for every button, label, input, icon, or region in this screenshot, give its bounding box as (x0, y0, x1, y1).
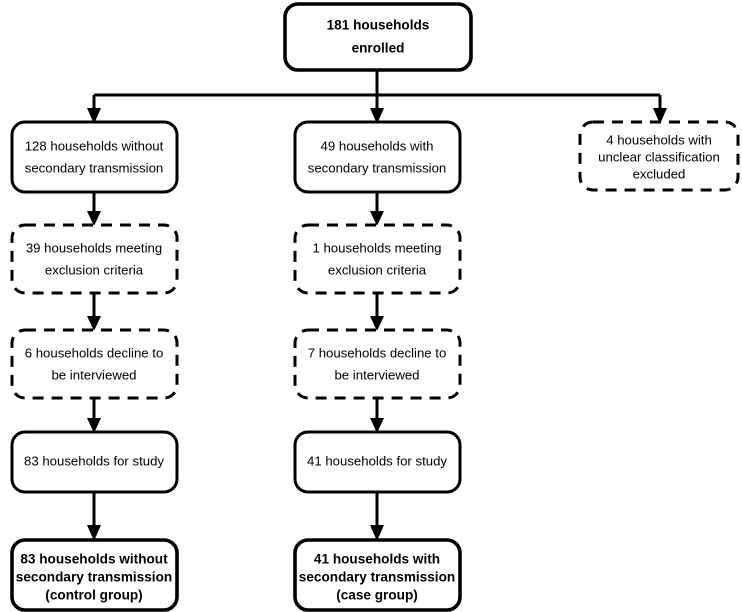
arrowhead-mid-3 (370, 418, 384, 433)
node-decline-right-line-2: be interviewed (334, 367, 419, 382)
arrowhead-mid-4 (370, 525, 384, 541)
node-control-group[interactable]: 83 households without secondary transmis… (10, 538, 179, 612)
arrowhead-left-2 (87, 316, 101, 331)
arrowhead-mid-2 (370, 316, 384, 331)
node-case-group[interactable]: 41 households with secondary transmissio… (293, 538, 462, 612)
node-study-left[interactable]: 83 households for study (10, 430, 179, 494)
node-control-group-box[interactable] (10, 538, 179, 612)
node-study-right[interactable]: 41 households for study (293, 430, 462, 494)
node-decline-right-box[interactable] (293, 328, 462, 400)
node-study-right-box[interactable] (293, 430, 462, 494)
node-control-group-line-1: 83 households without (20, 552, 168, 567)
node-case-group-line-3: (case group) (336, 588, 418, 603)
node-unclear-excluded-line-3: excluded (633, 166, 686, 181)
node-control-group-line-3: (control group) (45, 588, 142, 603)
node-enrolled-line-1: 181 households (327, 18, 430, 33)
node-enrolled-line-2: enrolled (352, 41, 405, 56)
node-study-left-box[interactable] (10, 430, 179, 494)
node-no-secondary[interactable]: 128 households without secondary transmi… (10, 120, 179, 194)
arrowhead-to-no-secondary (87, 108, 101, 124)
node-enrolled[interactable]: 181 households enrolled (283, 2, 473, 72)
node-no-secondary-line-1: 128 households without (25, 138, 164, 153)
node-case-group-line-2: secondary transmission (299, 570, 455, 585)
node-with-secondary-line-2: secondary transmission (308, 160, 447, 175)
connector-group (87, 70, 667, 541)
node-no-secondary-line-2: secondary transmission (25, 160, 164, 175)
arrowhead-left-3 (87, 418, 101, 433)
arrowhead-mid-1 (370, 211, 384, 226)
node-exclusion-left[interactable]: 39 households meeting exclusion criteria (10, 223, 179, 295)
node-case-group-line-1: 41 households with (314, 552, 440, 567)
node-enrolled-box[interactable] (283, 2, 473, 72)
node-exclusion-left-line-1: 39 households meeting (26, 240, 162, 255)
node-decline-left[interactable]: 6 households decline to be interviewed (10, 328, 179, 400)
node-decline-left-box[interactable] (10, 328, 179, 400)
node-with-secondary[interactable]: 49 households with secondary transmissio… (293, 120, 462, 194)
node-no-secondary-box[interactable] (10, 120, 179, 194)
node-with-secondary-line-1: 49 households with (321, 138, 434, 153)
node-case-group-box[interactable] (293, 538, 462, 612)
node-exclusion-right-line-1: 1 households meeting (312, 240, 441, 255)
node-study-right-line-1: 41 households for study (307, 453, 447, 468)
node-exclusion-right-box[interactable] (293, 223, 462, 295)
node-decline-right-line-1: 7 households decline to (308, 345, 447, 360)
node-control-group-line-2: secondary transmission (16, 570, 172, 585)
node-unclear-excluded-box[interactable] (578, 120, 740, 192)
node-unclear-excluded-line-2: unclear classification (598, 149, 720, 164)
node-exclusion-right[interactable]: 1 households meeting exclusion criteria (293, 223, 462, 295)
node-decline-left-line-2: be interviewed (51, 367, 136, 382)
node-unclear-excluded-line-1: 4 households with (606, 132, 712, 147)
node-unclear-excluded[interactable]: 4 households with unclear classification… (578, 120, 740, 192)
arrowhead-to-unclear (653, 108, 667, 124)
node-with-secondary-box[interactable] (293, 120, 462, 194)
node-exclusion-left-box[interactable] (10, 223, 179, 295)
arrowhead-left-1 (87, 211, 101, 226)
node-decline-right[interactable]: 7 households decline to be interviewed (293, 328, 462, 400)
node-decline-left-line-1: 6 households decline to (25, 345, 164, 360)
node-study-left-line-1: 83 households for study (24, 453, 164, 468)
arrowhead-to-with-secondary (370, 108, 384, 124)
node-exclusion-left-line-2: exclusion criteria (45, 262, 144, 277)
arrowhead-left-4 (87, 525, 101, 541)
node-exclusion-right-line-2: exclusion criteria (328, 262, 427, 277)
